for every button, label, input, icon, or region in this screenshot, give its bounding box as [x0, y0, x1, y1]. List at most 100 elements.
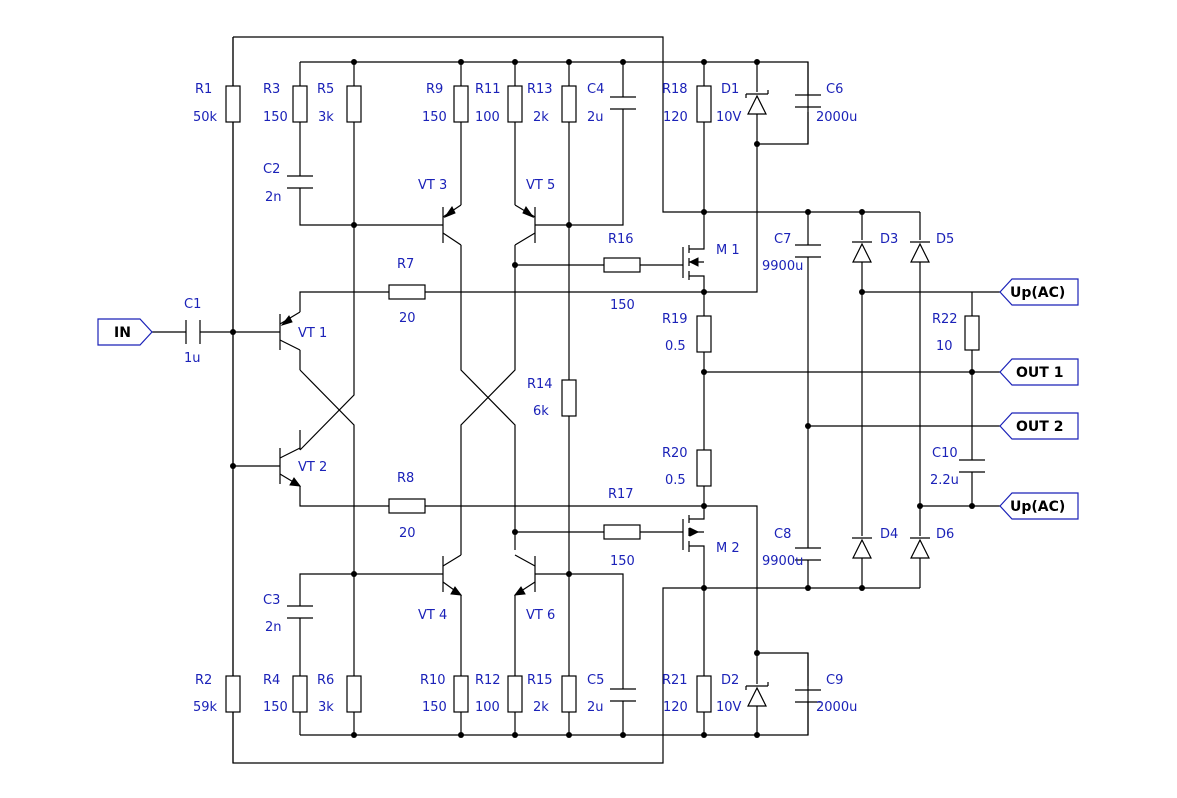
label-c7-ref: C7 [774, 232, 791, 247]
label-c5-ref: C5 [587, 673, 604, 688]
label-r16-ref: R16 [608, 232, 634, 247]
label-c4-val: 2u [587, 110, 604, 125]
label-r9-ref: R9 [426, 82, 443, 97]
label-r21-val: 120 [663, 700, 688, 715]
label-d3: D3 [880, 232, 898, 247]
label-r10-ref: R10 [420, 673, 446, 688]
resistor-r3 [292, 85, 308, 123]
label-r13-val: 2k [533, 110, 549, 125]
resistor-r13 [561, 85, 577, 123]
resistor-r4 [292, 675, 308, 713]
label-c6-ref: C6 [826, 82, 843, 97]
label-vt4: VT 4 [418, 608, 447, 623]
resistor-r15 [561, 675, 577, 713]
zener-d1 [745, 90, 769, 115]
label-r1-val: 50k [193, 110, 218, 125]
resistor-r14 [561, 379, 577, 417]
resistor-r11 [507, 85, 523, 123]
label-r22-ref: R22 [932, 312, 958, 327]
port-up-bottom: Up(AC) [999, 492, 1079, 520]
label-r18-ref: R18 [662, 82, 688, 97]
label-r12-val: 100 [475, 700, 500, 715]
label-r10-val: 150 [422, 700, 447, 715]
label-vt3: VT 3 [418, 178, 447, 193]
label-r8-ref: R8 [397, 471, 414, 486]
transistors [279, 204, 705, 596]
transistor-vt1 [279, 311, 301, 351]
resistor-r2 [225, 675, 241, 713]
diode-d5 [910, 241, 930, 263]
label-r4-ref: R4 [263, 673, 280, 688]
port-out2: OUT 2 [999, 412, 1079, 440]
label-r6-val: 3k [318, 700, 334, 715]
label-r15-ref: R15 [527, 673, 553, 688]
diode-d4 [852, 537, 872, 559]
label-r14-val: 6k [533, 404, 549, 419]
resistor-r7 [388, 284, 426, 300]
label-vt5: VT 5 [526, 178, 555, 193]
capacitor-c7 [795, 244, 821, 258]
label-r7-ref: R7 [397, 257, 414, 272]
capacitor-c6 [795, 94, 821, 108]
label-c5-val: 2u [587, 700, 604, 715]
label-c8-val: 9900u [762, 554, 803, 569]
label-c2-ref: C2 [263, 162, 280, 177]
label-r13-ref: R13 [527, 82, 553, 97]
label-c9-ref: C9 [826, 673, 843, 688]
diode-d6 [910, 537, 930, 559]
capacitor-c10 [959, 459, 985, 473]
resistor-r12 [507, 675, 523, 713]
label-r7-val: 20 [399, 311, 416, 326]
resistor-r18 [696, 85, 712, 123]
label-r12-ref: R12 [475, 673, 501, 688]
transistor-vt3 [442, 204, 462, 246]
label-r20-ref: R20 [662, 446, 688, 461]
resistor-r20 [696, 449, 712, 487]
label-r3-ref: R3 [263, 82, 280, 97]
capacitor-c8 [795, 547, 821, 561]
resistor-r10 [453, 675, 469, 713]
label-c1-val: 1u [184, 351, 201, 366]
capacitor-c5 [610, 688, 636, 702]
ports: IN Up(AC) OUT 1 OUT 2 Up(AC) [97, 278, 1079, 520]
label-r22-val: 10 [936, 339, 953, 354]
label-r4-val: 150 [263, 700, 288, 715]
mosfet-m1 [682, 245, 705, 280]
label-vt1: VT 1 [298, 326, 327, 341]
capacitor-c4 [610, 96, 636, 110]
label-r5-ref: R5 [317, 82, 334, 97]
label-r14-ref: R14 [527, 377, 553, 392]
label-r19-ref: R19 [662, 312, 688, 327]
label-d2-val: 10V [716, 700, 742, 715]
label-vt2: VT 2 [298, 460, 327, 475]
label-r19-val: 0.5 [665, 339, 686, 354]
label-d1-val: 10V [716, 110, 742, 125]
label-c10-ref: C10 [932, 446, 958, 461]
transistor-vt6 [513, 554, 536, 596]
transistor-vt5 [514, 204, 536, 246]
label-r21-ref: R21 [662, 673, 688, 688]
label-c4-ref: C4 [587, 82, 604, 97]
label-m1: M 1 [716, 243, 740, 258]
port-up-top: Up(AC) [999, 278, 1079, 306]
capacitor-c9 [795, 689, 821, 703]
label-r20-val: 0.5 [665, 473, 686, 488]
zener-d2 [745, 682, 769, 707]
resistor-r16 [603, 257, 641, 273]
label-d5: D5 [936, 232, 954, 247]
label-r9-val: 150 [422, 110, 447, 125]
label-r3-val: 150 [263, 110, 288, 125]
diodes [745, 90, 930, 707]
capacitor-c2 [287, 175, 313, 189]
label-r16-val: 150 [610, 298, 635, 313]
resistor-r22 [964, 315, 980, 351]
svg-text:OUT 1: OUT 1 [1016, 365, 1063, 381]
label-r5-val: 3k [318, 110, 334, 125]
resistor-r19 [696, 315, 712, 353]
label-c8-ref: C8 [774, 527, 791, 542]
label-r15-val: 2k [533, 700, 549, 715]
mosfet-m2 [682, 515, 705, 552]
junctions [230, 59, 975, 738]
svg-text:IN: IN [114, 325, 131, 341]
